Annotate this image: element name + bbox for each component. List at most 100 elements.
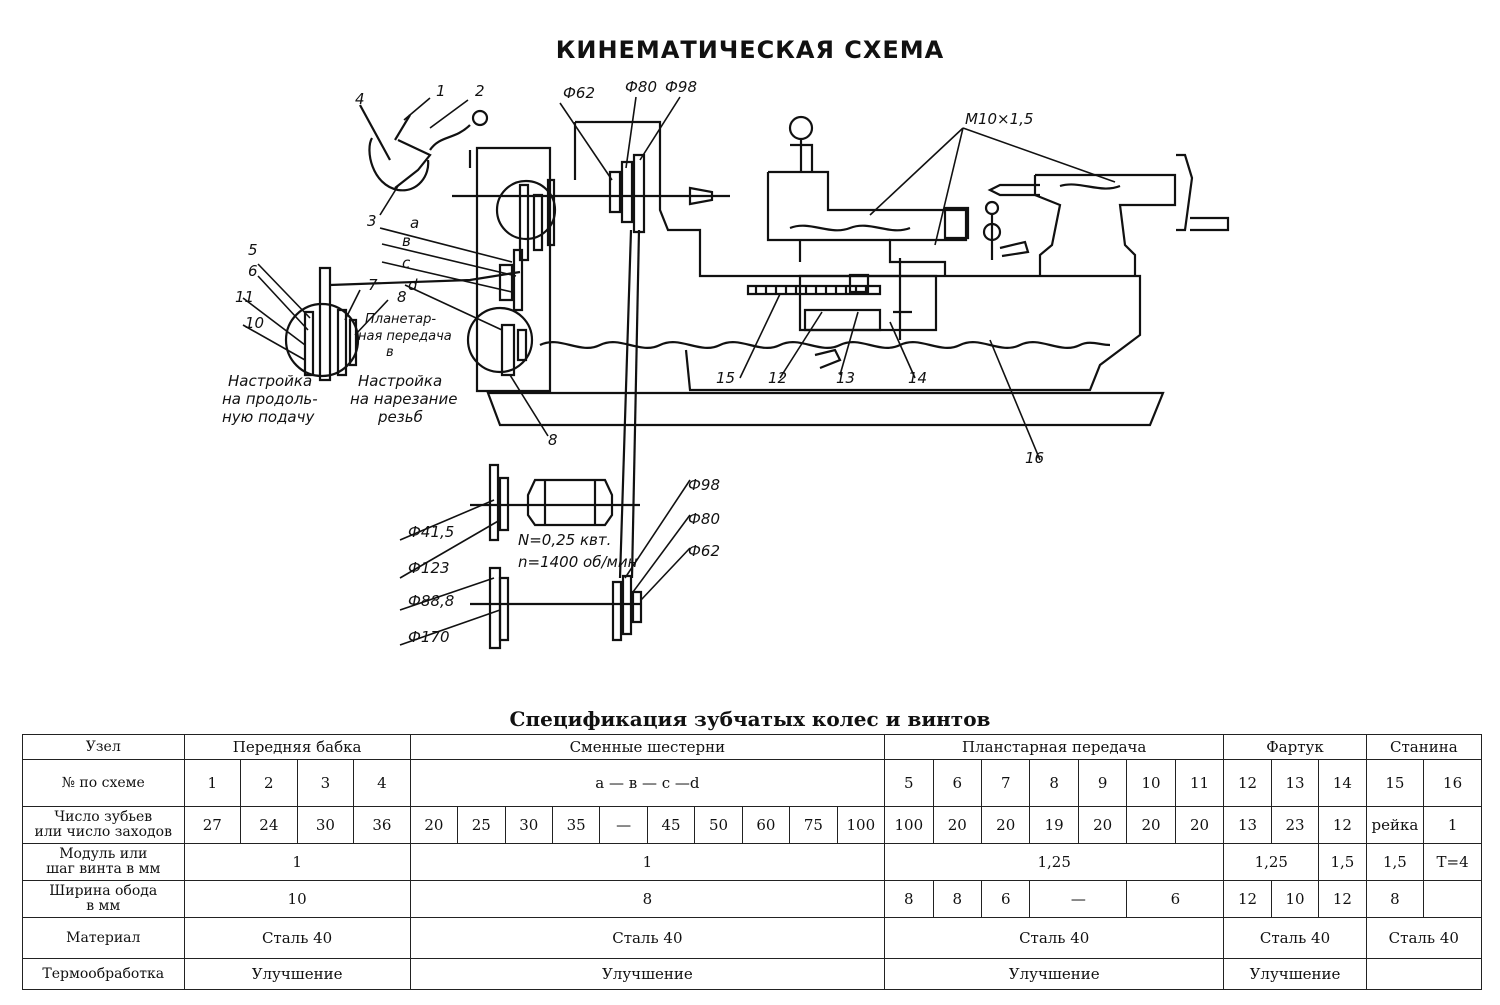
rim-label-2: в мм [86,898,121,914]
motor-speed: n=1400 об/мин [518,553,638,571]
teeth-label-1: Число зубьев [54,809,153,825]
label-d: d [408,276,418,294]
label-12: 12 [768,369,787,387]
table-cell: 1 [183,759,242,807]
table-cell: 1,25 [1223,843,1320,881]
table-row: Узел Передняя бабка Сменные шестерни Пла… [22,734,1483,760]
table-cell: 13 [1223,806,1272,844]
table-cell: 45 [646,806,696,844]
table-cell: 16 [1423,759,1482,807]
table-cell: 20 [980,806,1031,844]
table-cell: 27 [183,806,242,844]
table-cell: 6 [932,759,982,807]
kinematic-diagram: Ф62 Ф80 Ф98 М10×1,5 4 1 2 3 5 6 11 10 7 … [222,78,1230,650]
table-cell: 11 [1174,759,1225,807]
table-cell: 8 [884,880,934,918]
table-row: Материал Сталь 40 Сталь 40 Сталь 40 Стал… [22,917,1483,959]
table-cell: 1,5 [1365,843,1425,881]
table-cell: 10 [183,880,411,918]
table-cell: 5 [884,759,934,807]
group-apron: Фартук [1223,734,1367,760]
motor-phi123: Ф123 [408,559,450,577]
motor-phi415: Ф41,5 [408,523,454,541]
row-header-material: Материал [22,917,185,959]
table-cell: 30 [504,806,553,844]
spindle-pulley [608,170,622,214]
label-m10: М10×1,5 [965,110,1033,128]
label-14: 14 [908,369,927,387]
table-cell: 8 [1029,759,1079,807]
table-cell: 8 [1365,880,1425,918]
label-c: с [402,254,411,272]
table-cell: 1 [409,843,886,881]
table-cell: 12 [1223,759,1272,807]
group-change-gears: Сменные шестерни [409,734,886,760]
table-cell [1365,958,1483,990]
module-label-2: шаг винта в мм [46,861,161,877]
table-cell: 14 [1318,759,1367,807]
table-cell: 60 [741,806,791,844]
label-10: 10 [245,314,264,332]
group-bed: Станина [1365,734,1483,760]
label-16: 16 [1025,449,1044,467]
table-cell: 75 [789,806,838,844]
row-header-scheme-no: № по схеме [22,759,185,807]
planetary-label-line1: Планетар- [365,312,436,327]
table-cell: 8 [409,880,886,918]
table-cell: 10 [1270,880,1320,918]
table-cell: 6 [1126,880,1225,918]
feed-long-line1: Настройка [228,372,312,390]
pulley-phi98: Ф98 [688,476,720,494]
table-cell: Сталь 40 [884,917,1225,959]
tailstock [1035,173,1177,276]
table-row: Термообработка Улучшение Улучшение Улучш… [22,958,1483,990]
table-cell: 100 [884,806,934,844]
feed-thread-line3: резьб [377,408,423,426]
table-cell: 12 [1318,880,1367,918]
table-cell: — [599,806,648,844]
motor-body [526,478,614,527]
machine-bed [486,391,1165,427]
page-title: КИНЕМАТИЧЕСКАЯ СХЕМА [555,36,945,64]
label-6: 6 [248,262,258,280]
table-cell: 20 [1174,806,1225,844]
pulley-phi80: Ф80 [688,510,720,528]
motor-phi170: Ф170 [408,628,450,646]
table-cell: рейка [1365,806,1425,844]
table-cell: 3 [296,759,355,807]
label-15: 15 [716,369,735,387]
table-cell: 4 [353,759,411,807]
row-header-unit: Узел [22,734,185,760]
carriage [768,170,968,276]
table-cell: 23 [1270,806,1320,844]
table-cell: Улучшение [409,958,886,990]
table-cell: 9 [1077,759,1128,807]
lead-screw [539,341,1111,349]
group-headstock: Передняя бабка [183,734,411,760]
feed-thread-line2: на нарезание [350,390,457,408]
table-cell: Улучшение [183,958,411,990]
table-cell: 13 [1270,759,1320,807]
table-cell: 30 [296,806,355,844]
table-cell: 20 [1126,806,1176,844]
label-4: 4 [355,90,365,108]
table-cell: 7 [980,759,1031,807]
table-cell: Сталь 40 [1223,917,1367,959]
table-cell: 12 [1223,880,1272,918]
label-phi80: Ф80 [625,78,657,96]
group-planetary: Планстарная передача [884,734,1225,760]
table-cell: 50 [694,806,743,844]
table-cell: 1,5 [1318,843,1367,881]
table-cell: 1 [1423,806,1482,844]
label-3: 3 [367,212,377,230]
table-cell [1423,880,1482,918]
table-cell: 20 [409,806,459,844]
feed-long-line2: на продоль- [222,390,318,408]
label-phi98: Ф98 [665,78,697,96]
rim-label-1: Ширина обода [49,883,158,899]
